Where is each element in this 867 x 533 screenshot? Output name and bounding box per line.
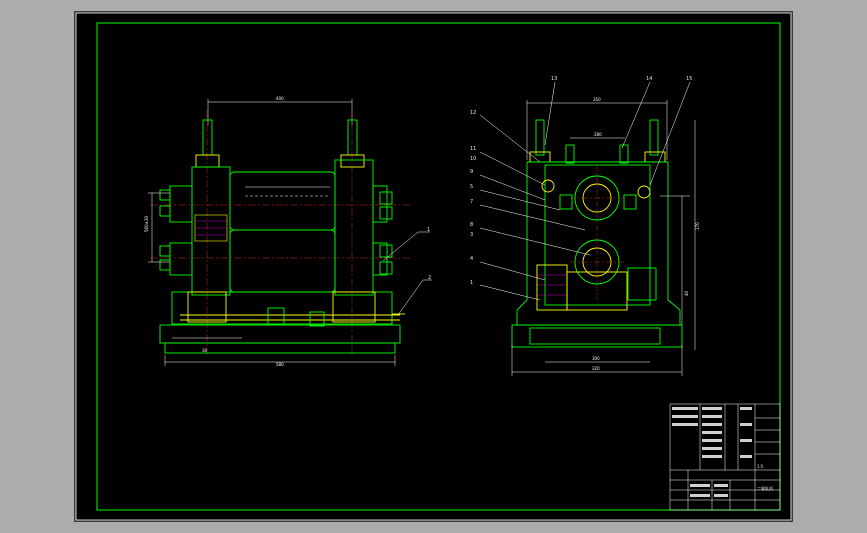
title-block — [669, 403, 781, 511]
left-callout-2: 2 — [428, 275, 431, 281]
left-top-dimension: 400 — [276, 96, 284, 101]
right-callout-12: 12 — [470, 110, 476, 116]
sheet-background — [74, 11, 793, 522]
right-vertical-dimension: 170 — [695, 222, 700, 230]
left-bottom-dimension: 580 — [276, 362, 284, 367]
right-inner-dimension: 280 — [594, 132, 602, 137]
outer-frame — [75, 12, 792, 521]
right-lower-dimension: 40 — [684, 290, 689, 296]
left-view — [148, 99, 432, 366]
right-callout-10: 10 — [470, 156, 476, 162]
right-callout-13: 13 — [551, 76, 557, 82]
right-callout-9: 9 — [470, 169, 473, 175]
right-callout-7: 7 — [470, 199, 473, 205]
right-callout-4: 4 — [470, 256, 473, 262]
right-callout-14: 14 — [646, 76, 652, 82]
right-base-dimension: 320 — [592, 366, 600, 371]
title-block-scale: 1:5 — [757, 464, 764, 469]
left-callout-1: 1 — [427, 227, 430, 233]
left-vertical-dimension: 560±30 — [144, 215, 149, 232]
right-callout-15: 15 — [686, 76, 692, 82]
inner-border — [96, 22, 781, 511]
left-base-dimension: 30 — [202, 348, 208, 353]
right-callout-5: 5 — [470, 184, 473, 190]
right-callout-3: 3 — [470, 232, 473, 238]
title-block-title: 二辊轧机 — [757, 485, 773, 491]
right-callout-8: 8 — [470, 222, 473, 228]
title-block-rows — [672, 407, 752, 497]
right-top-dimension: 350 — [593, 97, 601, 102]
right-callout-1: 1 — [470, 280, 473, 286]
right-bottom-dimension: 300 — [592, 356, 600, 361]
right-view — [479, 81, 696, 376]
right-callout-11: 11 — [470, 146, 476, 152]
